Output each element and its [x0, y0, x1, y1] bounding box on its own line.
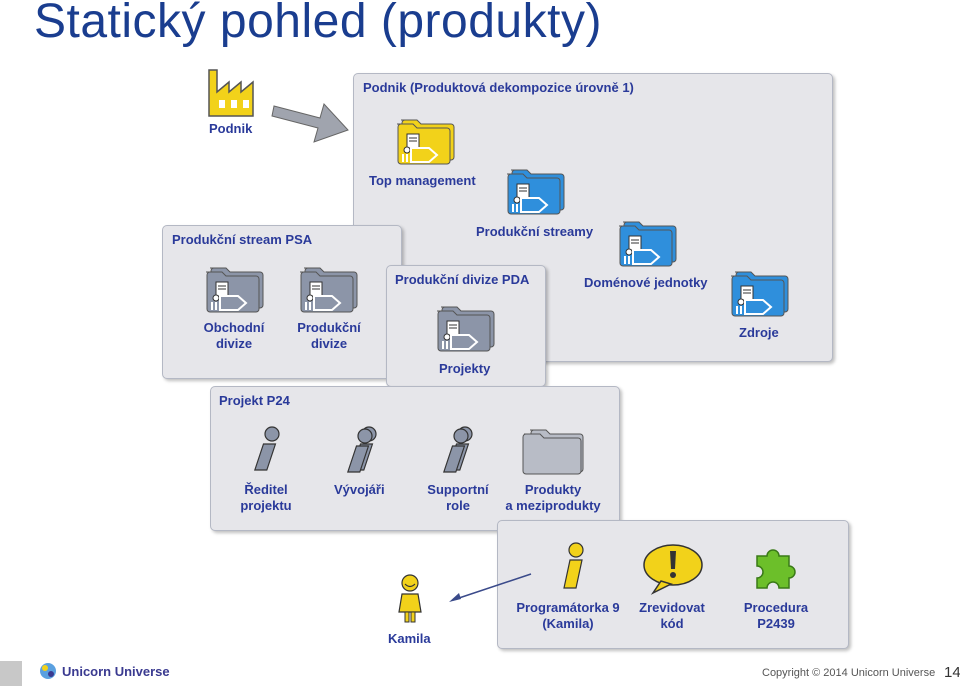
person-icon [347, 426, 377, 473]
copyright: Copyright © 2014 Unicorn Universe [762, 667, 936, 679]
folder-blue-icon [618, 221, 677, 267]
puzzle-icon [756, 549, 796, 589]
podnik-panel-title: Podnik (Produktová dekompozice úrovně 1) [363, 80, 634, 95]
unicorn-logo-icon [40, 663, 56, 679]
person-icon [563, 542, 584, 589]
kamila-label: Kamila [388, 631, 431, 646]
person-icon [254, 426, 280, 471]
folder-gray-icon [299, 267, 358, 313]
programatorka-label: Programátorka 9(Kamila) [516, 600, 620, 631]
person-icon [443, 426, 473, 473]
woman-icon [398, 574, 422, 623]
podnik-label: Podnik [209, 121, 253, 136]
divize-pda-title: Produkční divize PDA [395, 272, 530, 287]
folder-gray-icon [522, 429, 584, 475]
page-number: 14 [944, 664, 960, 681]
factory-icon [208, 69, 254, 117]
unicorn-logo: Unicorn Universe [38, 661, 170, 681]
folder-gray-icon [205, 267, 264, 313]
top-management-label: Top management [369, 173, 476, 188]
projekt-p24-title: Projekt P24 [219, 393, 290, 408]
stream-psa-title: Produkční stream PSA [172, 232, 313, 247]
page-title: Statický pohled (produkty) [34, 0, 602, 48]
folder-gray-icon [436, 306, 495, 352]
folder-blue-icon [506, 169, 565, 215]
folder-blue-icon [730, 271, 789, 317]
arrow-icon [271, 103, 349, 143]
arrow-icon [449, 573, 532, 602]
zdroje-label: Zdroje [739, 325, 779, 340]
folder-yellow-icon [396, 119, 455, 165]
produkcni-streamy-label: Produkční streamy [476, 224, 594, 239]
stream-psa-panel [162, 225, 402, 379]
projekty-label: Projekty [439, 361, 491, 376]
logo-text: Unicorn Universe [62, 663, 170, 679]
vyvojari-label: Vývojáři [334, 482, 385, 497]
footer-bar [0, 661, 22, 686]
exclamation-bubble-icon [643, 544, 703, 595]
domenove-jednotky-label: Doménové jednotky [584, 275, 708, 290]
